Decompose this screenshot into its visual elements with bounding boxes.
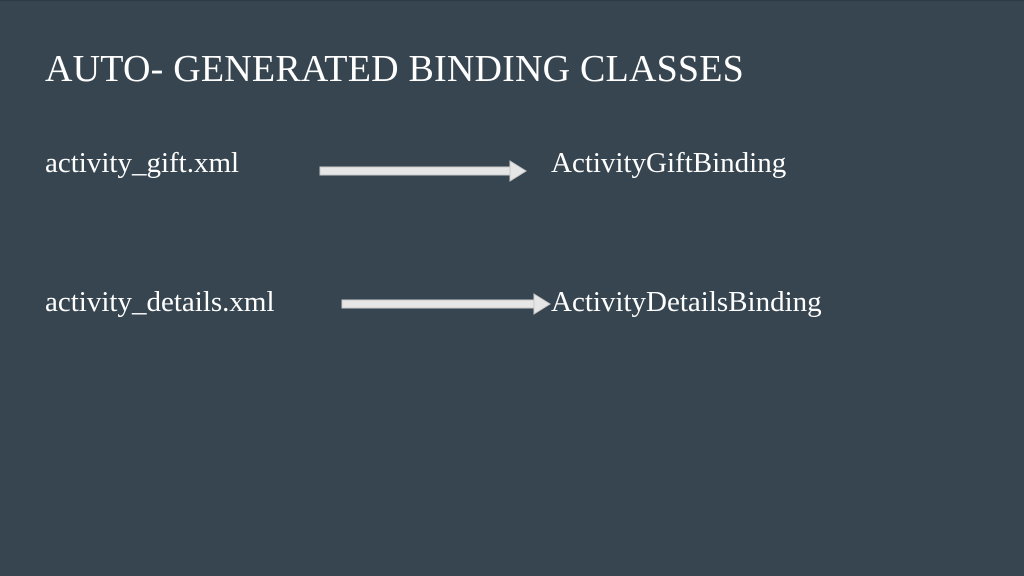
binding-class-label: ActivityDetailsBinding bbox=[551, 286, 822, 318]
source-file-label: activity_details.xml bbox=[45, 286, 275, 318]
right-arrow-icon bbox=[319, 160, 527, 182]
source-file-label: activity_gift.xml bbox=[45, 147, 240, 179]
binding-class-label: ActivityGiftBinding bbox=[551, 147, 787, 179]
slide-title: AUTO- GENERATED BINDING CLASSES bbox=[45, 48, 744, 90]
right-arrow-icon bbox=[341, 293, 551, 315]
